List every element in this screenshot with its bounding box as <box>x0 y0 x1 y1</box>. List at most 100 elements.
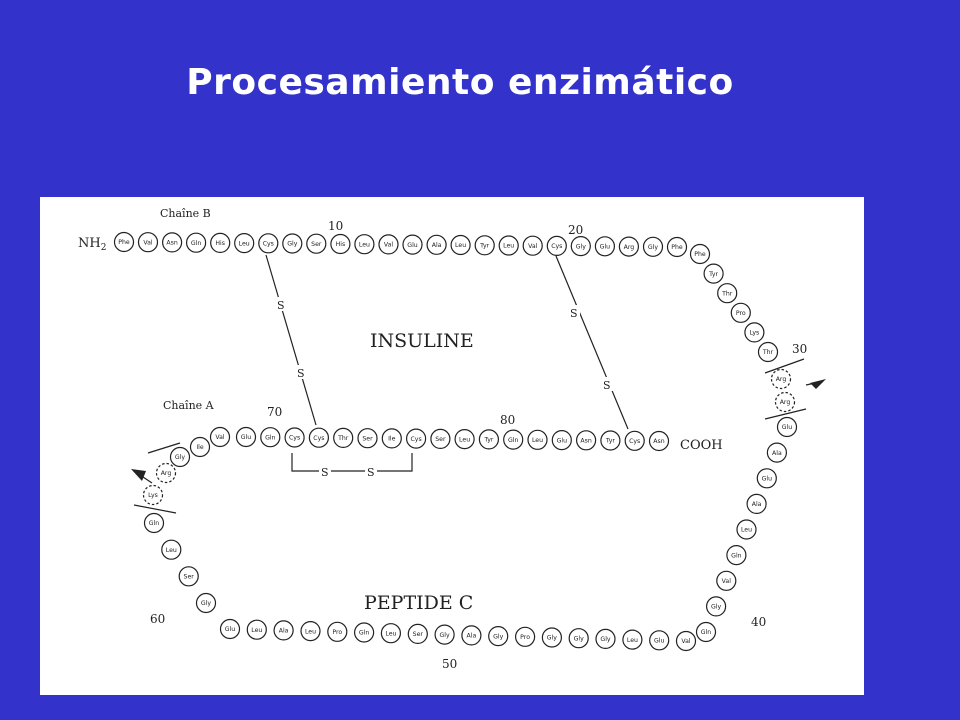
residue-circle <box>235 426 257 448</box>
residue-number-10: 10 <box>328 219 343 233</box>
residue-circle <box>730 302 751 323</box>
residue-label: Gln <box>265 434 276 441</box>
residue-cys: Cys <box>406 428 427 449</box>
residue-circle <box>776 416 798 438</box>
residue-label: Ser <box>362 435 373 442</box>
cleavage-arrow-shaft <box>805 381 821 386</box>
residue-circle <box>522 235 543 256</box>
residue-circle <box>716 570 737 591</box>
residue-pro: Pro <box>327 621 348 642</box>
residue-ile: Ile <box>381 428 402 449</box>
residue-circle <box>330 233 351 255</box>
residue-label: Gln <box>149 520 160 527</box>
residue-label: Ala <box>467 633 477 640</box>
residue-circle <box>450 234 471 256</box>
residue-label: Thr <box>337 435 349 442</box>
residue-label: Phe <box>118 239 130 246</box>
residue-circle <box>503 429 524 450</box>
residue-label: Gly <box>547 635 558 642</box>
residue-leu: Leu <box>246 619 267 640</box>
residue-label: Gly <box>574 635 585 642</box>
residue-gln: Gln <box>186 232 207 253</box>
residue-asn: Asn <box>575 430 597 451</box>
residue-ala: Ala <box>426 234 447 255</box>
residue-circle <box>570 235 591 257</box>
residue-arg: Arg <box>618 236 640 257</box>
residue-label: Thr <box>762 349 774 356</box>
residue-label: Gly <box>175 454 186 461</box>
residue-circle <box>454 429 475 450</box>
residue-ser: Ser <box>430 428 451 449</box>
proinsulin-diagram: Chaîne B Chaîne A NH2 COOH INSULINE PEPT… <box>78 207 826 671</box>
sulfur-label: S <box>321 466 329 479</box>
residue-val: Val <box>378 234 399 255</box>
residue-label: Ala <box>279 628 289 635</box>
residue-label: Lys <box>750 330 760 337</box>
residue-gly: Gly <box>434 624 455 645</box>
residue-label: Gln <box>508 437 519 444</box>
residue-leu: Leu <box>736 519 757 540</box>
residue-circle <box>327 621 348 642</box>
residue-circle <box>155 462 177 484</box>
residue-circle <box>568 628 589 649</box>
residue-ala: Ala <box>746 493 767 514</box>
residue-leu: Leu <box>234 232 255 254</box>
residue-pro: Pro <box>730 302 751 323</box>
residue-leu: Leu <box>161 539 182 560</box>
residue-label: Pro <box>520 634 530 641</box>
residue-circle <box>546 235 567 257</box>
residue-label: Cys <box>410 436 421 443</box>
residue-circle <box>478 429 499 450</box>
disulfide-bond-b19-a20 <box>555 255 629 430</box>
residue-gln: Gln <box>726 545 747 566</box>
residue-circle <box>527 429 548 450</box>
chain-a-label: Chaîne A <box>163 399 215 412</box>
residue-label: Val <box>215 434 225 441</box>
residue-phe: Phe <box>666 236 688 258</box>
cleavage-line <box>147 442 181 454</box>
residue-label: Lys <box>148 492 158 499</box>
residue-circle <box>406 428 427 449</box>
residue-circle <box>434 624 455 645</box>
residue-circle <box>260 427 281 448</box>
residue-label: Gly <box>493 633 504 640</box>
residue-label: Pro <box>332 629 342 636</box>
residue-label: Gly <box>287 241 298 248</box>
residue-circle <box>703 263 724 284</box>
residue-label: Cys <box>551 243 562 250</box>
residue-circle <box>380 623 401 644</box>
residue-circle <box>689 243 711 265</box>
residue-label: Ala <box>772 450 782 457</box>
residue-circle <box>705 596 727 617</box>
residue-leu: Leu <box>354 234 375 255</box>
residue-circle <box>284 427 305 448</box>
residue-number-20: 20 <box>568 223 583 237</box>
disulfide-bond-b7-a7 <box>265 254 317 426</box>
cleavage-line <box>764 408 807 420</box>
residue-circle <box>648 430 670 452</box>
residue-number-70: 70 <box>267 405 282 419</box>
residue-circle <box>300 621 321 642</box>
residue-circle <box>258 233 279 254</box>
residue-cys: Cys <box>546 235 567 257</box>
residue-label: Glu <box>407 242 418 249</box>
residue-label: Gln <box>731 552 742 559</box>
sulfur-label: S <box>570 307 578 320</box>
residue-label: His <box>215 240 225 247</box>
residue-ser: Ser <box>306 233 327 254</box>
residue-circle <box>594 236 616 257</box>
residue-circle <box>378 234 399 255</box>
residue-gly: Gly <box>488 626 509 647</box>
residue-label: Gly <box>201 600 212 607</box>
slide-title: Procesamiento enzimático <box>186 62 734 103</box>
residue-number-60: 60 <box>150 612 165 626</box>
residue-circle <box>474 235 495 256</box>
residue-circle <box>541 627 562 648</box>
residue-thr: Thr <box>757 341 779 363</box>
residue-label: Ile <box>196 444 204 451</box>
residue-label: Leu <box>166 547 177 554</box>
residue-circle <box>143 512 165 534</box>
residue-label: Leu <box>627 637 638 644</box>
residue-circle <box>333 427 354 448</box>
residue-gln: Gln <box>143 512 165 534</box>
